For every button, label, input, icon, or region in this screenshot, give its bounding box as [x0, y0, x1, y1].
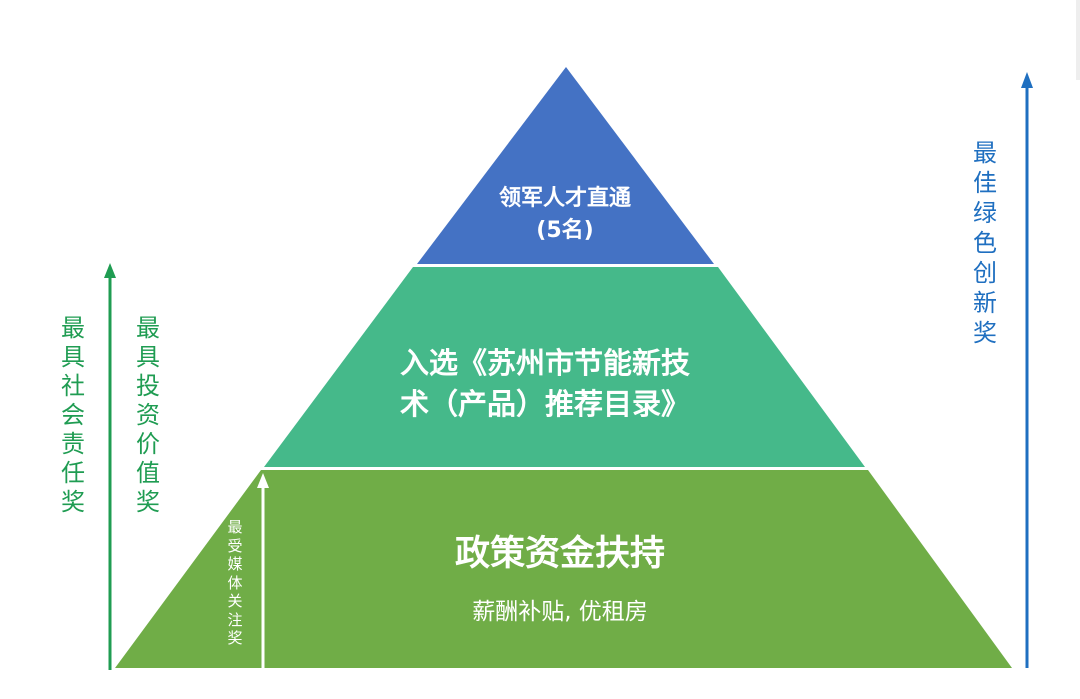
middle-tier-line1: 入选《苏州市节能新技 — [400, 346, 691, 380]
vertical-label-char: 值 — [136, 459, 160, 487]
vertical-label-char: 受 — [227, 536, 243, 555]
top-tier-line1: 领军人才直通 — [498, 186, 631, 211]
label-investment-value: 最具投资价值奖 — [134, 316, 162, 519]
pyramid-tier-top — [417, 67, 714, 264]
vertical-label-char: 最 — [973, 139, 997, 167]
vertical-label-char: 新 — [973, 289, 997, 317]
vertical-label-char: 体 — [227, 573, 243, 592]
label-social-responsibility: 最具社会责任奖 — [59, 316, 87, 519]
vertical-label-char: 注 — [227, 610, 243, 629]
vertical-label-char: 任 — [61, 459, 85, 487]
vertical-label-char: 奖 — [136, 488, 160, 516]
label-green-innovation: 最佳绿色创新奖 — [970, 141, 1000, 351]
bottom-tier-subtitle: 薪酬补贴, 优租房 — [472, 599, 648, 625]
arrow-green-innovation — [1021, 72, 1033, 668]
arrow-media-attention — [257, 473, 269, 668]
vertical-label-char: 具 — [136, 343, 160, 371]
edge-bar — [1076, 0, 1080, 80]
vertical-label-char: 责 — [61, 430, 85, 458]
vertical-label-char: 奖 — [61, 488, 85, 516]
vertical-label-char: 社 — [61, 372, 85, 400]
vertical-label-char: 奖 — [973, 319, 997, 347]
vertical-label-char: 绿 — [973, 199, 997, 227]
pyramid-tier-middle — [264, 267, 865, 467]
vertical-label-char: 媒 — [227, 555, 243, 573]
vertical-label-char: 关 — [227, 592, 243, 610]
vertical-label-char: 会 — [61, 401, 85, 429]
bottom-tier-title: 政策资金扶持 — [454, 534, 665, 574]
vertical-label-char: 奖 — [227, 629, 243, 647]
vertical-label-char: 资 — [136, 401, 160, 429]
vertical-label-char: 价 — [136, 430, 160, 458]
arrow-social-investment — [104, 263, 116, 670]
vertical-label-char: 最 — [227, 518, 243, 536]
pyramid-tier-bottom — [115, 470, 1012, 668]
vertical-label-char: 佳 — [973, 169, 997, 197]
label-media-attention: 最受媒体关注奖 — [225, 520, 245, 650]
vertical-label-char: 色 — [973, 229, 997, 257]
vertical-label-char: 最 — [61, 314, 85, 342]
middle-tier-line2: 术（产品）推荐目录》 — [400, 387, 691, 421]
vertical-label-char: 创 — [973, 259, 997, 287]
vertical-label-char: 最 — [136, 314, 160, 342]
vertical-label-char: 具 — [61, 343, 85, 371]
vertical-label-char: 投 — [136, 372, 160, 400]
top-tier-line2: (5名) — [536, 218, 594, 243]
